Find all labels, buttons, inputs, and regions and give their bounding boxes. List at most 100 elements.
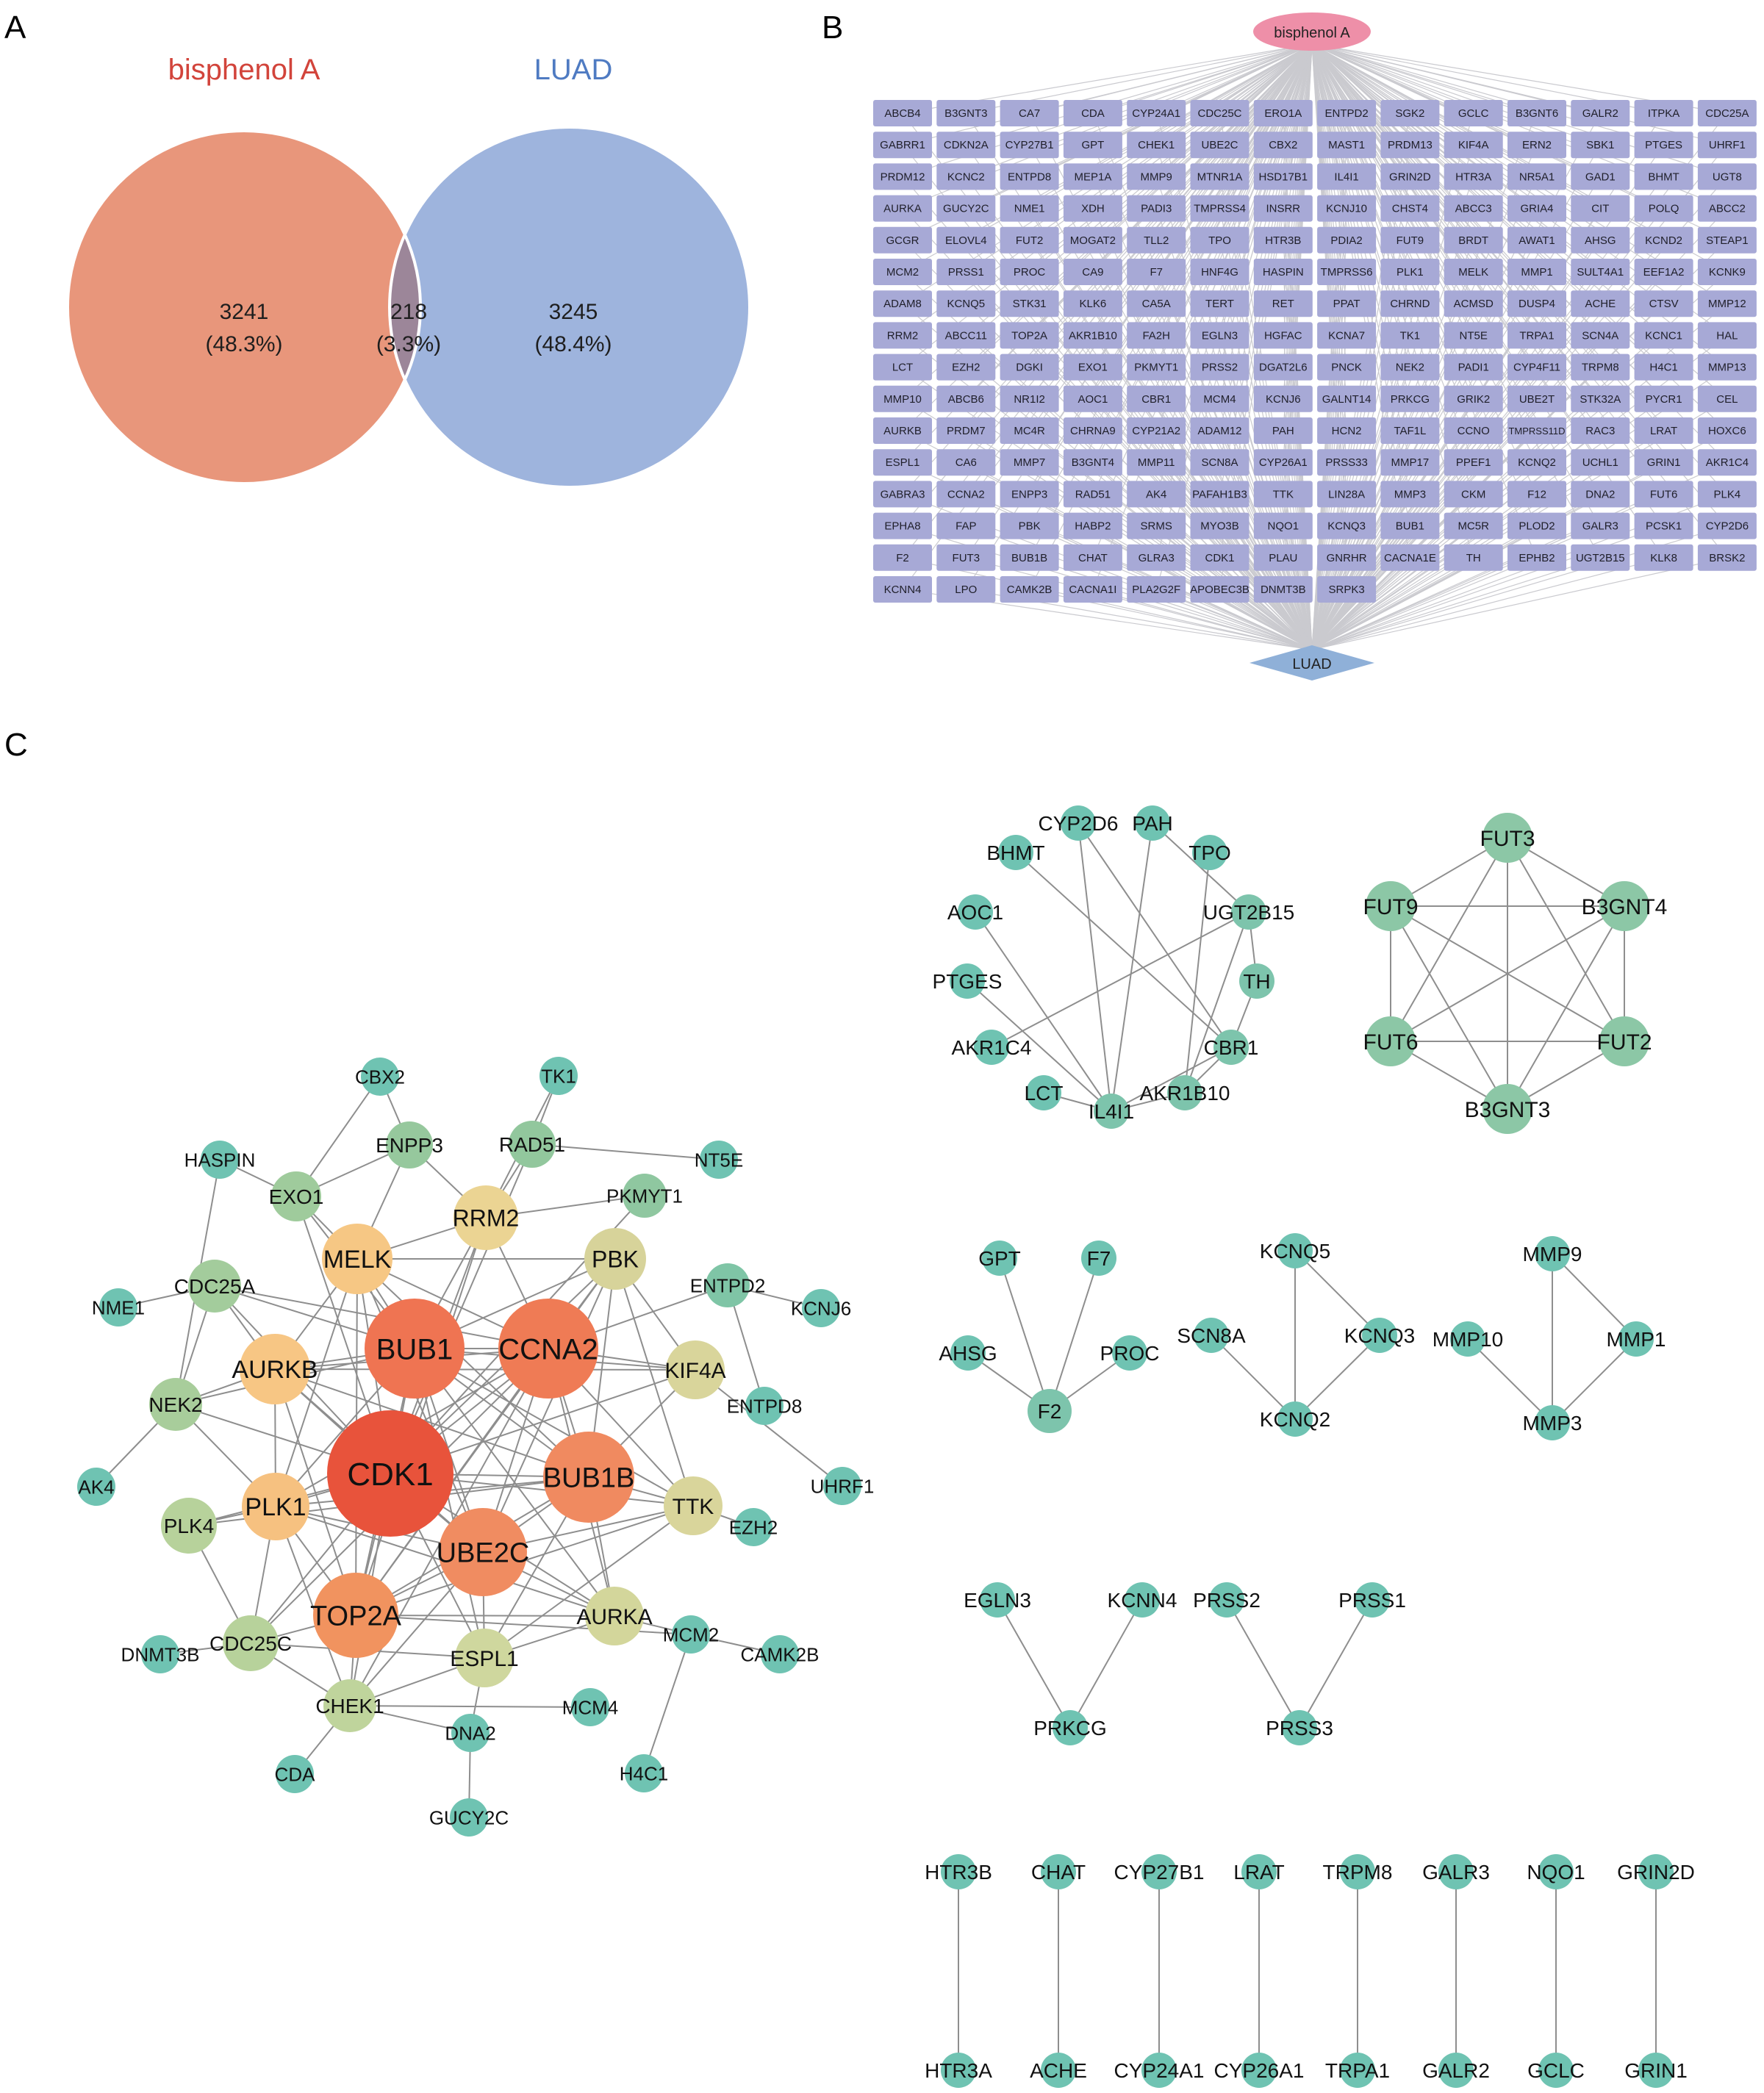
gene-label-insrr: INSRR [1266, 203, 1300, 215]
node-htr3b [941, 1854, 976, 1889]
panel-label-a: A [4, 10, 26, 46]
node-galr3 [1438, 1854, 1474, 1889]
node-label-ccna2: CCNA2 [498, 1333, 598, 1365]
gene-node-mmp9 [1127, 163, 1186, 190]
node-rad51 [509, 1121, 556, 1168]
node-gpt [982, 1241, 1017, 1276]
node-cyp27b1 [1141, 1854, 1177, 1889]
node-label-cdk1: CDK1 [347, 1457, 433, 1493]
gene-label-nek2: NEK2 [1396, 362, 1424, 374]
gene-node-kcnd2 [1634, 226, 1693, 254]
gene-node-chrna9 [1063, 417, 1122, 444]
gene-label-elovl4: ELOVL4 [945, 234, 987, 247]
gene-label-aurka: AURKA [883, 203, 922, 215]
edge-kif4a-uhrf1 [695, 1369, 843, 1487]
node-dnmt3b [141, 1635, 179, 1673]
gene-node-entpd8 [1000, 163, 1059, 190]
node-label-mmp9: MMP9 [1523, 1243, 1582, 1266]
gene-label-grin1: GRIN1 [1647, 456, 1681, 469]
node-aurka [585, 1587, 644, 1645]
edge-aoc1-il4i1 [975, 911, 1112, 1112]
gene-node-cacna1e [1380, 544, 1440, 571]
gene-node-fap [936, 512, 996, 539]
gene-label-acmsd: ACMSD [1454, 298, 1494, 310]
node-kcnq5 [1277, 1233, 1313, 1268]
node-th [1239, 963, 1274, 999]
gene-label-scn4a: SCN4A [1582, 329, 1618, 342]
gene-label-pkmyt1: PKMYT1 [1134, 362, 1178, 374]
venn-right-label: LUAD [534, 54, 613, 86]
edge-luad-kcnc2 [965, 176, 1313, 650]
node-label-cyp27b1: CYP27B1 [1114, 1861, 1205, 1884]
gene-label-exo1: EXO1 [1078, 362, 1108, 374]
gene-label-mtnr1a: MTNR1A [1197, 170, 1243, 183]
gene-label-prss2: PRSS2 [1202, 362, 1238, 374]
gene-label-srms: SRMS [1141, 520, 1172, 533]
gene-node-rrm2 [873, 322, 932, 349]
node-ptges [950, 963, 985, 999]
node-il4i1 [1094, 1094, 1129, 1129]
gene-node-pla2g2f [1127, 576, 1186, 603]
gene-node-top2a [1000, 322, 1059, 349]
node-label-tpo: TPO [1188, 841, 1231, 864]
edge-bisphenol-a-sbk1 [1311, 43, 1601, 146]
gene-label-fut9: FUT9 [1396, 234, 1424, 247]
gene-node-prdm7 [936, 417, 996, 444]
venn-left-label: bisphenol A [168, 54, 320, 86]
edge-pah-il4i1 [1111, 822, 1153, 1112]
gene-node-stk32a [1571, 385, 1630, 412]
gene-label-akr1c4: AKR1C4 [1706, 456, 1749, 469]
gene-label-ezh2: EZH2 [952, 362, 980, 374]
gene-node-grin2d [1380, 163, 1440, 190]
edge-kcnq5-kcnq3 [1294, 1250, 1380, 1336]
gene-label-cel: CEL [1716, 393, 1738, 406]
edge-bub1b-aurkb [274, 1368, 589, 1478]
gene-label-ephb2: EPHB2 [1519, 552, 1555, 564]
edge-luad-ephb2 [1311, 557, 1538, 650]
node-mmp3 [1535, 1405, 1570, 1440]
node-label-bub1b: BUB1B [543, 1463, 635, 1494]
gene-label-myo3b: MYO3B [1200, 520, 1239, 533]
gene-node-elovl4 [936, 226, 996, 254]
node-h4c1 [625, 1754, 663, 1792]
gene-label-prdm12: PRDM12 [881, 170, 925, 183]
gene-node-ppef1 [1444, 449, 1503, 476]
node-scn8a [1194, 1318, 1229, 1353]
edge-luad-gnrhr [1311, 557, 1347, 650]
edge-luad-cacna1e [1311, 557, 1410, 650]
gene-label-ak4: AK4 [1146, 488, 1166, 500]
node-mmp9 [1535, 1236, 1570, 1271]
gene-node-dgki [1000, 353, 1059, 381]
gene-node-gnrhr [1317, 544, 1377, 571]
gene-label-mc4r: MC4R [1014, 425, 1045, 437]
edge-bisphenol-a-gabrr1 [902, 43, 1313, 146]
venn-left-outline [66, 129, 422, 485]
gene-label-nme1: NME1 [1014, 203, 1045, 215]
gene-label-plk1: PLK1 [1396, 266, 1424, 279]
gene-node-aurkb [873, 417, 932, 444]
node-label-uhrf1: UHRF1 [811, 1475, 875, 1497]
gene-node-steap1 [1697, 226, 1757, 254]
node-tk1 [539, 1057, 578, 1095]
panel-label-b: B [822, 10, 843, 46]
gene-node-fut6 [1634, 481, 1693, 508]
gene-label-mmp10: MMP10 [883, 393, 922, 406]
gene-node-pnck [1317, 353, 1377, 381]
node-label-ptges: PTGES [933, 970, 1003, 993]
gene-label-plod2: PLOD2 [1519, 520, 1555, 533]
gene-label-lrat: LRAT [1650, 425, 1677, 437]
gene-label-rac3: RAC3 [1585, 425, 1615, 437]
gene-node-gcgr [873, 226, 932, 254]
node-rrm2 [453, 1185, 518, 1250]
gene-node-klk8 [1634, 544, 1693, 571]
gene-label-melk: MELK [1458, 266, 1488, 279]
gene-node-ube2c [1190, 132, 1250, 159]
gene-label-cyp24a1: CYP24A1 [1132, 107, 1180, 120]
gene-node-f2 [873, 544, 932, 571]
gene-label-trpa1: TRPA1 [1519, 329, 1554, 342]
gene-node-nt5e [1444, 322, 1503, 349]
